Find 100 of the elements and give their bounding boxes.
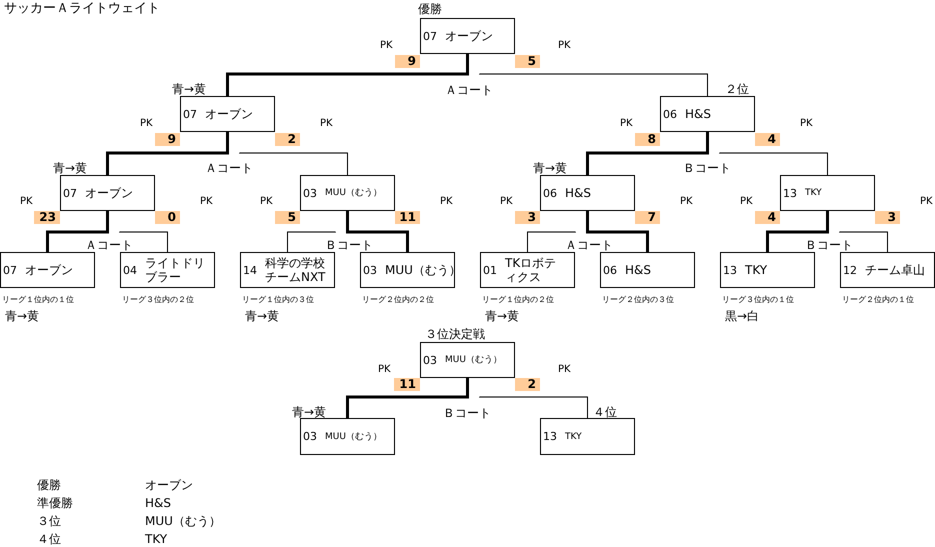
score-cell: 0 <box>155 211 180 224</box>
team-box <box>540 418 635 455</box>
bracket-line <box>719 152 828 176</box>
color-change-note: 青→黄 <box>292 405 326 419</box>
team-number: 07 <box>63 186 77 200</box>
score-cell: 4 <box>755 133 780 146</box>
court-label: Ｂコート <box>325 238 373 252</box>
pk-label: PK <box>558 363 571 377</box>
winner-bracket-line <box>586 132 709 175</box>
team-number: 13 <box>723 264 737 276</box>
team-number: 03 <box>303 186 317 200</box>
team-box <box>540 175 635 211</box>
winner-bracket-line <box>106 132 229 175</box>
team-box <box>300 175 395 211</box>
winner-bracket-line <box>346 378 469 418</box>
pk-label: PK <box>260 195 273 209</box>
pk-label: PK <box>320 117 333 131</box>
team-number: 07 <box>3 264 17 276</box>
league-rank-note: リーグ２位内の２位 <box>362 294 434 306</box>
team-box <box>840 252 935 288</box>
winner-bracket-line <box>586 211 649 252</box>
team-box <box>240 252 335 288</box>
team-name: TKY <box>805 187 822 200</box>
team-name: 科学の学校チームNXT <box>265 256 326 284</box>
placement-heading: 優勝 <box>418 2 442 16</box>
pk-label: PK <box>800 117 813 131</box>
team-box <box>420 342 515 378</box>
score-cell: 2 <box>275 133 300 146</box>
score-cell: 4 <box>755 211 780 224</box>
team-box <box>300 418 395 455</box>
color-change-note: 青→黄 <box>485 309 520 323</box>
team-number: 13 <box>783 186 797 200</box>
pk-label: PK <box>378 363 391 377</box>
team-number: 06 <box>663 108 677 120</box>
team-name: H&S <box>625 263 651 277</box>
team-box <box>420 18 515 54</box>
court-label: Ａコート <box>205 161 253 175</box>
league-rank-note: リーグ２位内の３位 <box>602 294 674 306</box>
color-change-note: 青→黄 <box>53 161 88 175</box>
score-cell: 3 <box>515 211 540 224</box>
score-cell: 2 <box>515 378 540 391</box>
court-label: Ｂコート <box>805 238 853 252</box>
team-number: 03 <box>423 354 437 366</box>
team-name: ライトドリブラー <box>145 256 205 284</box>
team-box <box>720 252 815 288</box>
team-box <box>600 252 695 288</box>
team-name: オーブン <box>205 107 253 121</box>
bracket-line <box>287 232 336 252</box>
team-name: MUU（むう） <box>325 430 382 444</box>
color-change-note: 黒→白 <box>725 309 760 323</box>
pk-label: PK <box>380 39 393 53</box>
result-table-text: 優勝 <box>37 478 61 492</box>
league-rank-note: リーグ２位内の１位 <box>842 294 914 306</box>
team-number: 04 <box>123 264 137 276</box>
team-box <box>360 252 455 288</box>
team-number: 03 <box>363 264 377 276</box>
pk-label: PK <box>140 117 153 131</box>
score-cell: 11 <box>395 211 420 224</box>
team-name: チーム卓山 <box>865 263 925 277</box>
bracket-line <box>239 152 348 176</box>
league-rank-note: リーグ３位内の２位 <box>122 294 194 306</box>
team-box <box>660 96 755 132</box>
team-name: オーブン <box>25 263 73 277</box>
court-label: Ｂコート <box>443 406 491 420</box>
score-cell: 9 <box>395 55 420 68</box>
team-number: 07 <box>423 30 437 42</box>
team-name: TKY <box>745 263 768 277</box>
winner-bracket-line <box>346 211 409 252</box>
team-name: TKロボティクス <box>505 256 558 284</box>
team-box <box>60 175 155 211</box>
team-box <box>780 175 875 211</box>
pk-label: PK <box>740 195 753 209</box>
team-name: H&S <box>565 186 591 200</box>
result-table-text: TKY <box>145 532 168 546</box>
bracket-line <box>119 232 168 252</box>
score-cell: 3 <box>875 211 900 224</box>
team-box <box>120 252 215 288</box>
pk-label: PK <box>920 195 933 209</box>
team-number: 06 <box>543 186 557 200</box>
team-name: MUU（むう） <box>325 187 382 200</box>
team-name: TKY <box>565 430 582 444</box>
team-name: オーブン <box>445 29 493 43</box>
title: サッカーＡライトウェイト <box>4 2 160 16</box>
pk-label: PK <box>620 117 633 131</box>
color-change-note: 青→黄 <box>172 82 206 96</box>
score-cell: 23 <box>34 211 60 224</box>
winner-bracket-line <box>46 211 109 252</box>
placement-heading: ２位 <box>725 82 749 96</box>
league-rank-note: リーグ１位内の１位 <box>2 294 74 306</box>
color-change-note: 青→黄 <box>245 309 280 323</box>
color-change-note: 青→黄 <box>5 309 40 323</box>
pk-label: PK <box>200 195 213 209</box>
court-label: Ａコート <box>445 83 493 97</box>
winner-bracket-line <box>766 211 829 252</box>
score-cell: 7 <box>635 211 660 224</box>
league-rank-note: リーグ１位内の２位 <box>482 294 554 306</box>
team-box <box>0 252 95 288</box>
pk-label: PK <box>440 195 453 209</box>
bracket-line <box>479 74 708 96</box>
team-number: 13 <box>543 430 557 443</box>
